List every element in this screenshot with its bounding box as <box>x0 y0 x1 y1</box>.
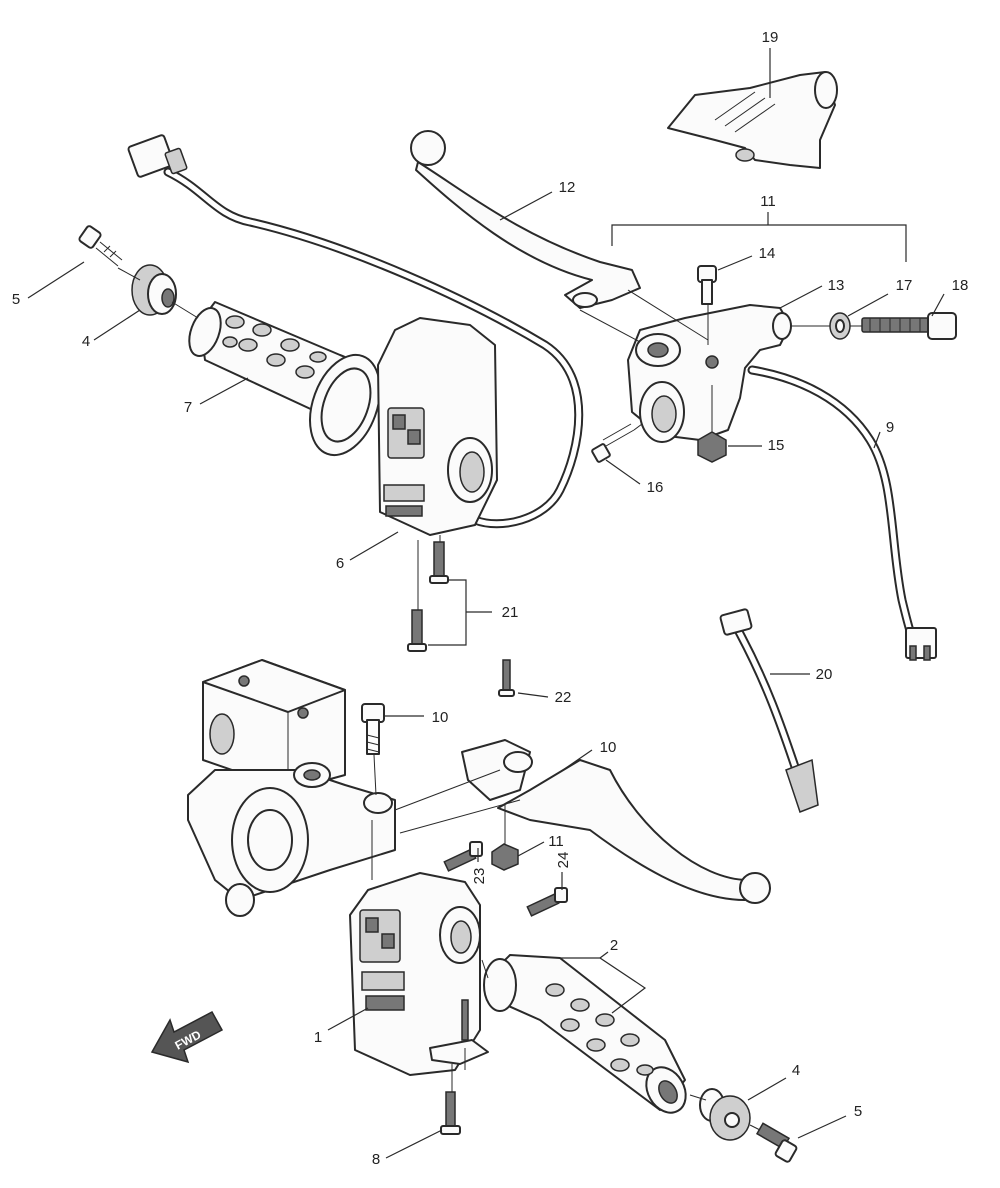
bar-end-weight-4-upper <box>131 264 177 316</box>
screws-25 <box>443 841 568 917</box>
bolt-5-upper <box>78 225 123 267</box>
callout-23: 21 <box>502 604 519 621</box>
callout-6: 6 <box>336 555 344 572</box>
washer-19 <box>829 312 851 340</box>
bolt-5-lower <box>755 1122 798 1163</box>
callout-16: 14 <box>759 245 776 262</box>
callout-24: 22 <box>555 689 572 706</box>
bar-end-weight-4-lower <box>699 1088 751 1141</box>
nut-12 <box>491 843 519 871</box>
screw-24 <box>498 659 515 697</box>
clutch-switch-wire-9 <box>747 365 937 661</box>
bracket-23 <box>428 579 492 646</box>
callout-7: 7 <box>184 399 192 416</box>
callout-5-lower: 5 <box>854 1103 862 1120</box>
left-switch-housing-6 <box>377 317 498 536</box>
brake-lever-10 <box>461 739 771 904</box>
screws-23 <box>407 541 449 652</box>
callout-9: 9 <box>886 419 894 436</box>
callout-10: 10 <box>600 739 617 756</box>
clutch-lever-14 <box>410 130 641 309</box>
leader-lines <box>27 48 945 1159</box>
screw-8 <box>440 1091 461 1135</box>
callout-4-upper: 4 <box>82 333 90 350</box>
lever-cover-21 <box>667 71 838 169</box>
callout-4-lower: 4 <box>792 1062 800 1079</box>
bolt-20 <box>861 312 957 340</box>
left-grip-7 <box>188 301 381 457</box>
callout-11: 10 <box>432 709 449 726</box>
callout-1: 1 <box>314 1029 322 1046</box>
callout-18: 16 <box>647 479 664 496</box>
assembly-guides <box>117 267 862 1131</box>
forward-direction-arrow: FWD <box>150 1010 224 1064</box>
bolt-11 <box>361 703 385 755</box>
callout-13: 11 <box>760 193 776 210</box>
callout-14: 12 <box>559 179 576 196</box>
screw-16 <box>697 265 717 305</box>
left-switch-wire <box>127 134 584 529</box>
screw-18 <box>591 423 635 463</box>
callout-12: 11 <box>548 833 564 850</box>
callout-21: 19 <box>762 29 779 46</box>
callout-19: 17 <box>896 277 913 294</box>
callout-15: 13 <box>828 277 845 294</box>
callout-5-upper: 5 <box>12 291 20 308</box>
throttle-bracket <box>429 999 489 1065</box>
bracket-2 <box>560 951 647 1014</box>
callout-2: 2 <box>610 937 618 954</box>
bracket-13 <box>611 212 907 262</box>
master-cylinder <box>187 659 396 917</box>
callout-8: 8 <box>372 1151 380 1168</box>
callout-22: 20 <box>816 666 833 683</box>
callout-25-left: 23 <box>471 868 488 885</box>
lever-holder-15 <box>627 304 792 443</box>
callout-25-right: 24 <box>555 852 572 869</box>
wire-clip-22 <box>719 608 819 813</box>
throttle-grip-2 <box>483 954 687 1114</box>
right-switch-housing-1 <box>349 872 481 1076</box>
callout-20: 18 <box>952 277 969 294</box>
callout-labels: 19 12 11 14 17 18 13 5 4 7 9 15 16 6 21 … <box>12 29 969 1168</box>
callout-17: 15 <box>768 437 785 454</box>
